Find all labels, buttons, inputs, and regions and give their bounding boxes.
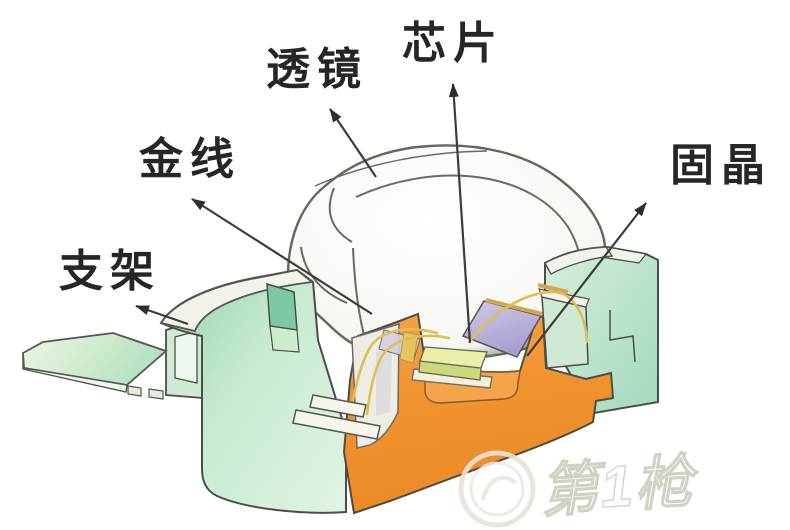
gold-wire-right: [468, 290, 589, 344]
lead-plate: [22, 332, 168, 400]
arrow-lens: [329, 108, 377, 178]
arrow-die-bond: [526, 202, 647, 357]
rim-cut-end-upper: [266, 282, 298, 331]
chip-top-face: [419, 346, 488, 369]
gold-wire-left-1: [351, 328, 439, 402]
lens-contour-step2: [300, 246, 348, 304]
bracket-clip-window: [174, 330, 198, 384]
lead-front-face: [22, 352, 128, 393]
bond-ledge-lower: [292, 409, 381, 440]
rim-cut-end-lower: [269, 325, 300, 353]
watermark-logo-ring-outer: [458, 450, 536, 528]
lead-top-face: [22, 332, 168, 386]
left-bond-ledges: [292, 394, 381, 440]
bracket-clip: [165, 317, 204, 399]
right-ledge-gold-plating: [537, 283, 569, 294]
right-block-step-lines: [609, 310, 636, 363]
callout-arrows: [135, 83, 647, 357]
label-bracket: 支架: [59, 247, 161, 296]
gold-wires: [351, 290, 589, 416]
lens-contour-top: [314, 150, 488, 187]
watermark-logo-glyph: [481, 475, 517, 501]
lens-contour-step1: [328, 187, 353, 243]
part-labels: 透镜 芯片 金线 支架 固晶: [59, 19, 772, 296]
watermark-text: 第1枪: [538, 449, 701, 525]
lead-notch-1: [127, 385, 142, 397]
watermark: 第1枪: [458, 448, 702, 528]
label-lens: 透镜: [266, 45, 368, 94]
reflector-gold-edge: [485, 298, 543, 316]
watermark-logo-ring-inner: [469, 461, 525, 517]
bond-ledge-upper: [309, 394, 367, 418]
lens-base-front-shade: [376, 348, 392, 416]
arrow-gold-wire: [191, 198, 373, 315]
gold-wire-left-2: [365, 334, 451, 416]
label-chip: 芯片: [402, 19, 504, 68]
arrow-bracket: [135, 304, 189, 326]
rim-band-right: [544, 246, 614, 275]
label-die-bond: 固晶: [670, 141, 772, 190]
arrow-chip: [448, 83, 472, 344]
lead-notch-2: [148, 388, 164, 400]
label-gold-wire: 金线: [138, 135, 241, 184]
package-body-right: [544, 245, 659, 415]
right-inner-ledge: [537, 283, 590, 369]
